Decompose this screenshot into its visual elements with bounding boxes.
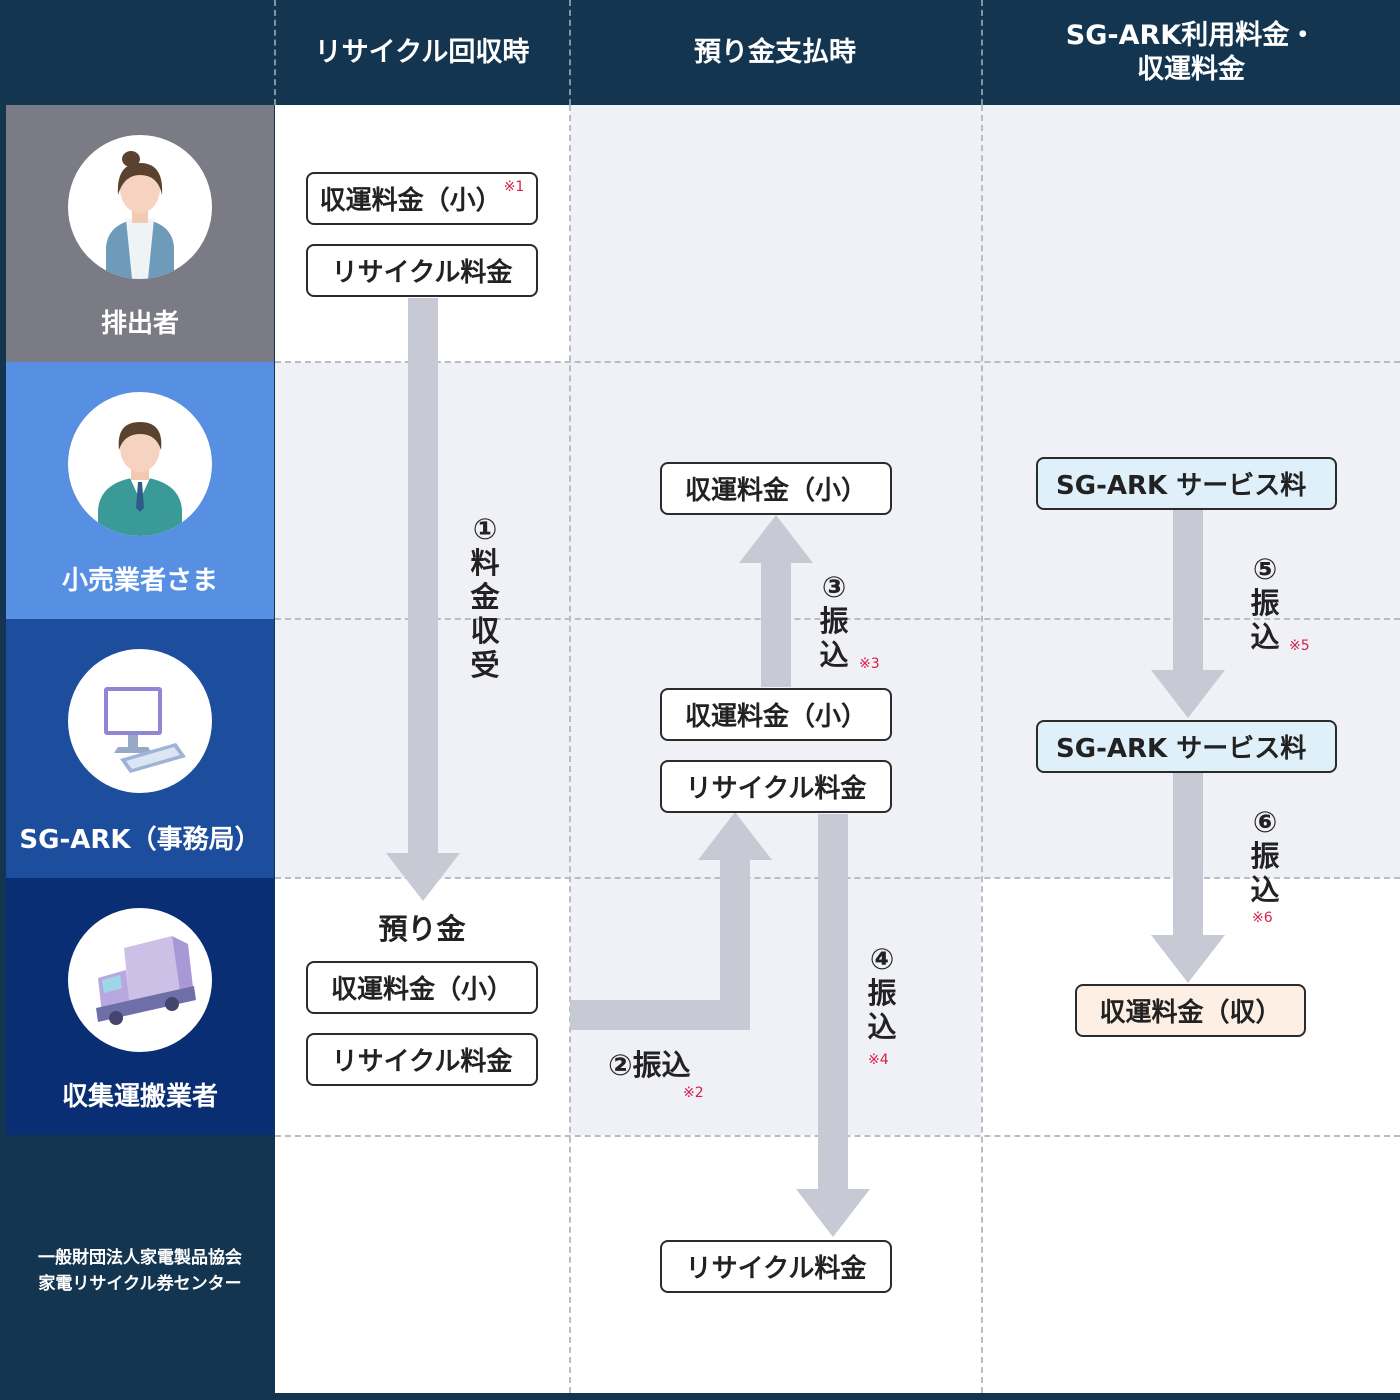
note-4: ※4 [868,1052,889,1068]
box-text: 収運料金（小） [684,702,867,732]
box-text: SG-ARK サービス料 [1056,734,1307,764]
box-text: 収運料金（小） [684,476,867,506]
step-2-label: ②振込 [608,1048,691,1082]
step-char: 振 [1250,586,1280,620]
box-text: リサイクル料金 [331,1047,513,1077]
role-label: 小売業者さま [61,566,218,596]
role-collector: 収集運搬業者 [6,878,274,1135]
box-text: リサイクル料金 [331,258,513,288]
grid-line [275,361,1400,363]
step-char: 受 [470,648,500,682]
box-collect-fee-small: 収運料金（小） [306,961,538,1014]
arrow-transfer-2 [720,858,750,1030]
step-1-label: ① 料 金 収 受 [465,512,505,682]
step-char: 振 [1250,839,1280,873]
note-2: ※2 [683,1085,704,1101]
grid-line [981,105,983,1393]
arrow-fee-receipt [408,298,438,854]
role-ticket-center: 一般財団法人家電製品協会 家電リサイクル券センター [6,1135,274,1393]
step-number: ⑥ [1252,805,1278,839]
man-avatar-icon [68,392,212,536]
truck-icon [68,908,212,1052]
box-recycle-fee: リサイクル料金 [306,244,538,297]
box-text: 収運料金（小） [330,975,513,1005]
note-6: ※6 [1252,910,1273,926]
arrow-head [739,515,813,563]
step-char: 振 [867,976,897,1010]
step-char: 込 [1250,620,1280,654]
woman-avatar-icon [68,135,212,279]
header-divider [274,0,276,105]
arrow-head [386,853,460,901]
step-number: ① [472,512,498,546]
step-number: ③ [821,570,847,604]
step-6-label: ⑥ 振 込 [1245,805,1285,907]
header-sgark-line1: SG-ARK利用料金・ [1065,19,1317,51]
step-char: 金 [470,580,500,614]
box-text: 収運料金（小） [319,186,502,216]
note-1: ※1 [503,178,525,195]
step-char: 収 [470,614,500,648]
note-3: ※3 [859,656,880,672]
step-char: 込 [819,638,849,672]
role-retailer: 小売業者さま [6,362,274,619]
step-5-label: ⑤ 振 込 [1245,552,1285,654]
header-deposit-payment: 預り金支払時 [694,36,856,68]
arrow-transfer-6 [1173,772,1203,936]
arrow-head [1151,670,1225,718]
note-5: ※5 [1289,638,1310,654]
box-collect-fee-small: 収運料金（小） [660,462,892,515]
box-sgark-service-fee: SG-ARK サービス料 [1036,720,1337,773]
step-char: 振 [819,604,849,638]
role-discharger: 排出者 [6,105,274,362]
box-recycle-fee: リサイクル料金 [660,760,892,813]
step-number: ⑤ [1252,552,1278,586]
box-recycle-fee: リサイクル料金 [660,1240,892,1293]
step-3-label: ③ 振 込 [814,570,854,672]
role-label: 排出者 [100,309,179,339]
step-char: 料 [470,546,500,580]
arrow-transfer-5 [1173,509,1203,671]
header-recycle-collection: リサイクル回収時 [314,36,530,68]
arrow-head [796,1189,870,1237]
box-text: リサイクル料金 [685,1254,867,1284]
role-label: SG-ARK（事務局） [19,825,261,855]
arrow-head [1151,935,1225,983]
box-recycle-fee: リサイクル料金 [306,1033,538,1086]
header-sgark-fees: SG-ARK利用料金・ 収運料金 [982,0,1400,105]
step-char: 込 [867,1010,897,1044]
step-4-label: ④ 振 込 [862,942,902,1044]
box-text: SG-ARK サービス料 [1056,471,1307,501]
arrow-head [698,812,772,860]
grid-cell [570,105,1400,362]
deposit-label: 預り金 [378,912,466,946]
role-sgark: SG-ARK（事務局） [6,619,274,878]
ticket-center-line1: 一般財団法人家電製品協会 [38,1248,242,1268]
step-char: 込 [1250,873,1280,907]
arrow-transfer-3 [761,562,791,687]
box-collect-fee-collector: 収運料金（収） [1075,984,1306,1037]
step-number: ④ [869,942,895,976]
box-text: リサイクル料金 [685,774,867,804]
computer-icon [68,649,212,793]
grid-line [569,105,571,1393]
box-collect-fee-small: 収運料金（小）※1 [306,172,538,225]
role-label: 収集運搬業者 [61,1082,218,1112]
arrow-transfer-4 [818,814,848,1190]
ticket-center-line2: 家電リサイクル券センター [38,1274,242,1294]
box-text: 収運料金（収） [1099,998,1282,1028]
header-sgark-line2: 収運料金 [1137,53,1245,85]
grid-line [275,618,1400,620]
header-divider [981,0,983,105]
box-collect-fee-small: 収運料金（小） [660,688,892,741]
box-sgark-service-fee: SG-ARK サービス料 [1036,457,1337,510]
header-divider [569,0,571,105]
